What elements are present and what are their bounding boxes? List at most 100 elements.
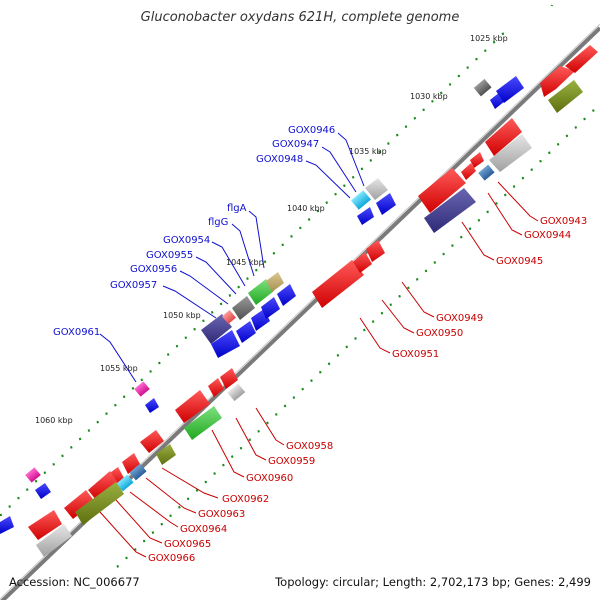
gene-feature [122,453,140,474]
gene-feature [489,134,532,172]
gene-feature [184,406,222,440]
ruler-tick [310,379,313,383]
ruler-tick [495,202,498,205]
gene-feature [175,390,210,423]
gene-feature [478,164,495,181]
gene-feature [116,474,134,492]
ruler-tick [151,531,155,534]
ruler-label: 1040 kbp [287,204,325,213]
ruler-tick [439,91,443,95]
ruler-tick [334,192,337,196]
gene-label: GOX0945 [496,256,543,267]
ruler-label: 1050 kbp [163,311,201,320]
ruler-tick [369,159,373,162]
ruler-tick [548,151,551,155]
ruler-label: 1035 kbp [349,147,387,156]
ruler-label: 1025 kbp [470,34,508,43]
ruler-tick [25,488,29,491]
ruler-tick [228,294,232,297]
ruler-tick [319,370,322,374]
ruler-tick [131,386,135,390]
gene-label: GOX0960 [246,473,293,484]
ruler-tick [237,285,240,289]
ruler-tick [105,412,108,416]
gene-label: flgG [208,217,228,228]
ruler-tick [371,320,375,323]
ruler-tick [363,328,366,332]
ruler-tick [239,446,243,450]
ruler-tick [274,413,278,416]
gene-feature [266,272,284,292]
ruler-tick [380,311,384,315]
gene-feature [366,240,385,262]
gene-feature [156,444,176,465]
ruler-tick [468,227,472,231]
ruler-tick [451,244,454,247]
lower-leader-lines [99,181,539,558]
ruler-tick [257,429,260,433]
gene-feature [353,252,372,273]
ruler-tick [43,471,47,475]
gene-feature [418,168,466,213]
gene-label: GOX0949 [436,313,483,324]
ruler-tick [389,303,393,307]
ruler-tick [592,109,595,112]
gene-label: GOX0959 [268,456,315,467]
upper-gene-labels: GOX0946 GOX0947 GOX0948 flgA flgG GOX095… [53,125,335,338]
ruler-tick [354,337,357,340]
genome-summary-text: Topology: circular; Length: 2,702,173 bp… [274,575,591,589]
map-title: Gluconobacter oxydans 621H, complete gen… [141,10,460,25]
ruler-tick [378,150,381,154]
ruler-tick [395,133,399,137]
gene-label: GOX0962 [222,494,269,505]
ruler-tick [398,294,401,298]
ruler-tick [96,420,99,424]
ruler-tick [160,522,164,526]
gene-feature [208,378,224,397]
ruler-tick [195,489,199,492]
ruler-tick [166,353,170,356]
gene-label: GOX0950 [416,328,463,339]
ruler-tick [17,496,20,500]
ruler-tick [204,480,208,484]
gene-feature [365,178,388,200]
ruler-tick [281,243,284,247]
gene-label: GOX0963 [198,509,245,520]
gene-feature [232,296,255,320]
ruler-tick [248,438,252,442]
ruler-tick [202,319,205,323]
ruler-tick [149,370,152,373]
gene-feature [424,188,476,233]
ruler-tick [475,57,478,61]
gene-feature [485,118,522,156]
ruler-label: 1030 kbp [410,92,448,101]
ruler-tick [448,83,452,86]
ruler-tick [477,218,481,222]
ruler-tick [299,226,302,230]
gene-feature [0,516,14,534]
ruler-tick [292,396,296,399]
ruler-tick [175,344,179,348]
gene-label: GOX0951 [392,349,439,360]
ruler-tick [442,252,445,256]
ruler-tick [343,184,346,188]
gene-label: GOX0965 [164,539,211,550]
gene-feature [221,309,237,325]
ruler-tick [213,472,216,475]
ruler-tick [504,193,507,197]
gene-feature [35,483,51,499]
ruler-tick [70,446,73,449]
ruler-ticks [0,32,595,568]
ruler-tick [327,362,331,366]
gene-label: GOX0964 [180,524,227,535]
ruler-tick [307,218,311,221]
ruler-tick [134,548,137,551]
ruler-label: 1045 kbp [226,258,264,267]
gene-feature [75,482,124,525]
gene-feature [473,78,492,97]
ruler-tick [351,175,355,179]
gene-feature [248,279,274,305]
ruler-tick [466,66,469,69]
ruler-tick [34,479,38,483]
